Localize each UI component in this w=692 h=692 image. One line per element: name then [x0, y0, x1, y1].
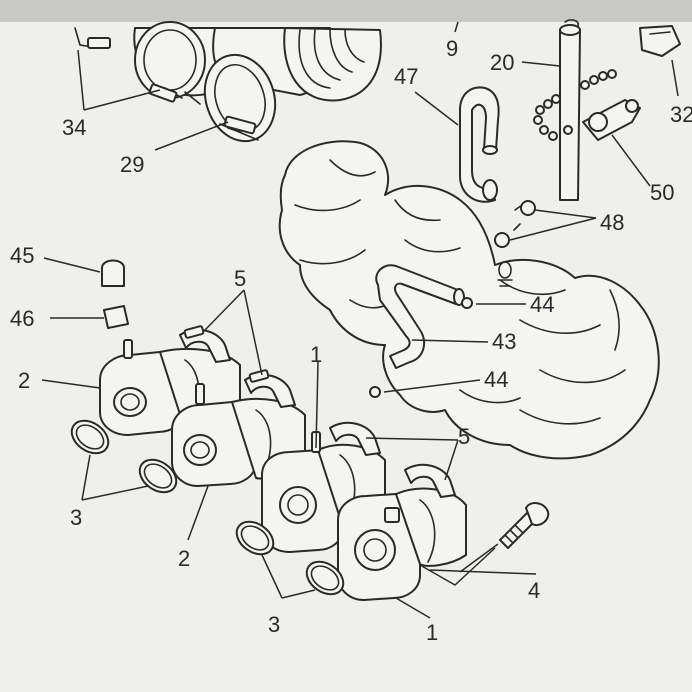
callout-3-right: 3: [268, 612, 280, 637]
bead-chain: [533, 69, 617, 141]
leader-29: [154, 121, 229, 151]
callout-9: 9: [446, 36, 458, 61]
callout-44-upper: 44: [530, 292, 554, 317]
callout-20: 20: [490, 50, 514, 75]
callout-50: 50: [650, 180, 674, 205]
leader-43: [411, 339, 489, 343]
clip-44-upper: [461, 297, 473, 309]
callout-2-left: 2: [18, 368, 30, 393]
leader-4: [429, 543, 537, 575]
leader-44-lower: [383, 379, 481, 393]
leader-1-lower: [395, 597, 431, 619]
vacuum-hose-20: [559, 19, 581, 201]
callout-1-lower: 1: [426, 620, 438, 645]
o-ring-3-left-b: [138, 458, 178, 494]
clamp-screw-29: [223, 115, 257, 135]
leader-3-left: [81, 454, 149, 501]
cap-45: [101, 259, 125, 287]
callout-4: 4: [528, 578, 540, 603]
o-ring-3-right-a: [235, 520, 275, 556]
leader-47: [414, 91, 459, 126]
callout-43: 43: [492, 329, 516, 354]
callout-3-left: 3: [70, 505, 82, 530]
o-ring-3-right-b: [305, 560, 345, 596]
leader-5-left: [204, 289, 263, 376]
leader-9: [454, 21, 459, 33]
leader-48: [509, 209, 597, 241]
clamp-5-right-upper: [329, 421, 381, 456]
callout-34: 34: [62, 115, 86, 140]
bracket-32: [639, 25, 681, 57]
hose-clip-48: [494, 200, 536, 248]
leader-20: [521, 61, 561, 67]
callout-29: 29: [120, 152, 144, 177]
callout-48: 48: [600, 210, 624, 235]
clamp-5-right: [244, 369, 296, 408]
leader-2-left: [41, 379, 101, 389]
o-ring-3-left-a: [70, 419, 110, 455]
callout-45: 45: [10, 243, 34, 268]
vacuum-valve-50: [582, 99, 641, 141]
leader-3-right: [261, 554, 316, 599]
leader-5-right: [365, 437, 459, 481]
leader-1-upper: [315, 361, 319, 449]
callout-1-upper: 1: [310, 342, 322, 367]
leader-34: [77, 49, 161, 111]
callout-5-left: 5: [234, 266, 246, 291]
clamp-screw-34: [148, 83, 178, 103]
callout-2-right: 2: [178, 546, 190, 571]
page-edge: [0, 0, 692, 22]
callout-5-right: 5: [458, 424, 470, 449]
clip-44-lower: [369, 386, 381, 398]
callout-46: 46: [10, 306, 34, 331]
clamp-5-right-lower: [404, 463, 456, 498]
leader-45: [43, 257, 101, 273]
clip-46: [103, 305, 129, 329]
leader-32: [671, 59, 679, 97]
clamp-5-left: [179, 325, 231, 363]
callout-32: 32: [670, 102, 692, 127]
leader-2-right: [187, 485, 209, 541]
callout-47: 47: [394, 64, 418, 89]
leader-50: [611, 134, 651, 187]
breather-hose-47: [459, 86, 500, 203]
callout-44-lower: 44: [484, 367, 508, 392]
intake-joint-1-lower: [337, 487, 467, 601]
intake-boot-assembly: [74, 21, 382, 143]
bolt-4: [499, 502, 550, 549]
linkage-line: [419, 547, 496, 586]
